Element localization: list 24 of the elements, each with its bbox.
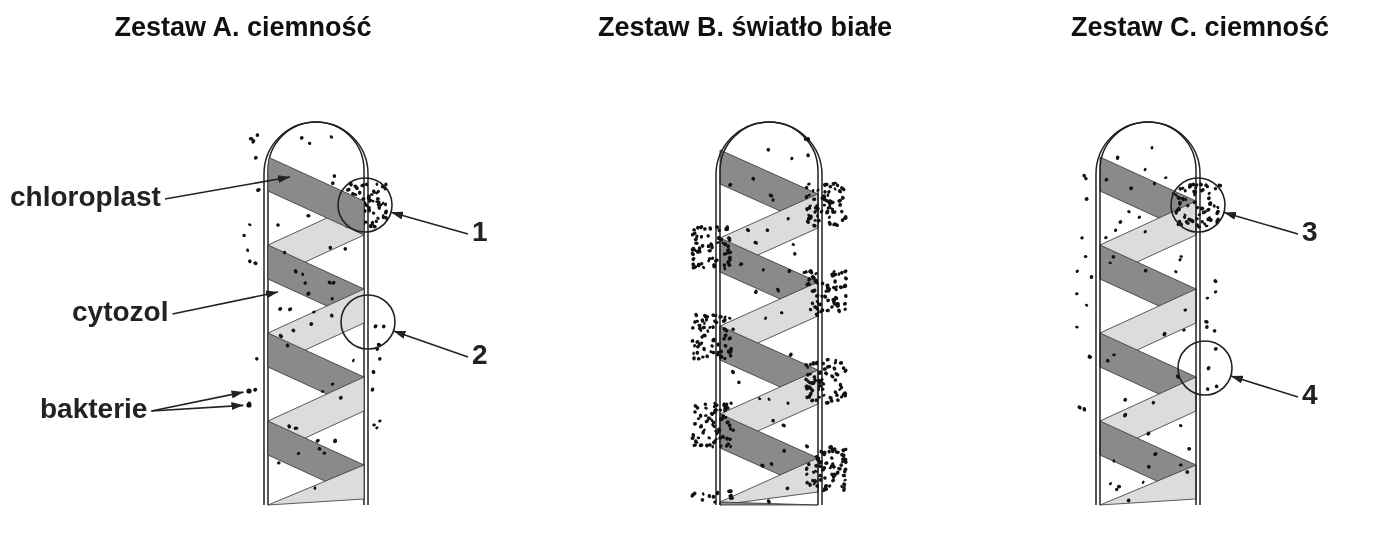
highlight-circle xyxy=(340,294,396,350)
highlight-circle xyxy=(1170,177,1226,233)
leader-line xyxy=(1223,211,1299,235)
callout-number: 1 xyxy=(472,218,488,246)
panel-heading: Zestaw B. światło białe xyxy=(597,14,893,41)
callout-number: 4 xyxy=(1302,381,1318,409)
panel-heading: Zestaw A. ciemność xyxy=(114,14,372,41)
leader-line xyxy=(392,330,469,358)
callout-number: 3 xyxy=(1302,218,1318,246)
part-label: chloroplast xyxy=(10,183,161,211)
chloroplast-band xyxy=(268,156,364,236)
leader-line xyxy=(171,290,279,315)
highlight-circle xyxy=(337,177,393,233)
leader-line xyxy=(164,175,291,200)
bacterium xyxy=(246,402,252,408)
part-label: bakterie xyxy=(40,395,148,423)
leader-line xyxy=(150,402,245,412)
leader-line xyxy=(1230,375,1299,398)
highlight-circle xyxy=(1177,340,1233,396)
callout-number: 2 xyxy=(472,341,488,369)
panel-heading: Zestaw C. ciemność xyxy=(1070,14,1330,41)
bacterium xyxy=(246,388,252,394)
part-label: cytozol xyxy=(72,298,169,326)
leader-line xyxy=(390,211,469,235)
